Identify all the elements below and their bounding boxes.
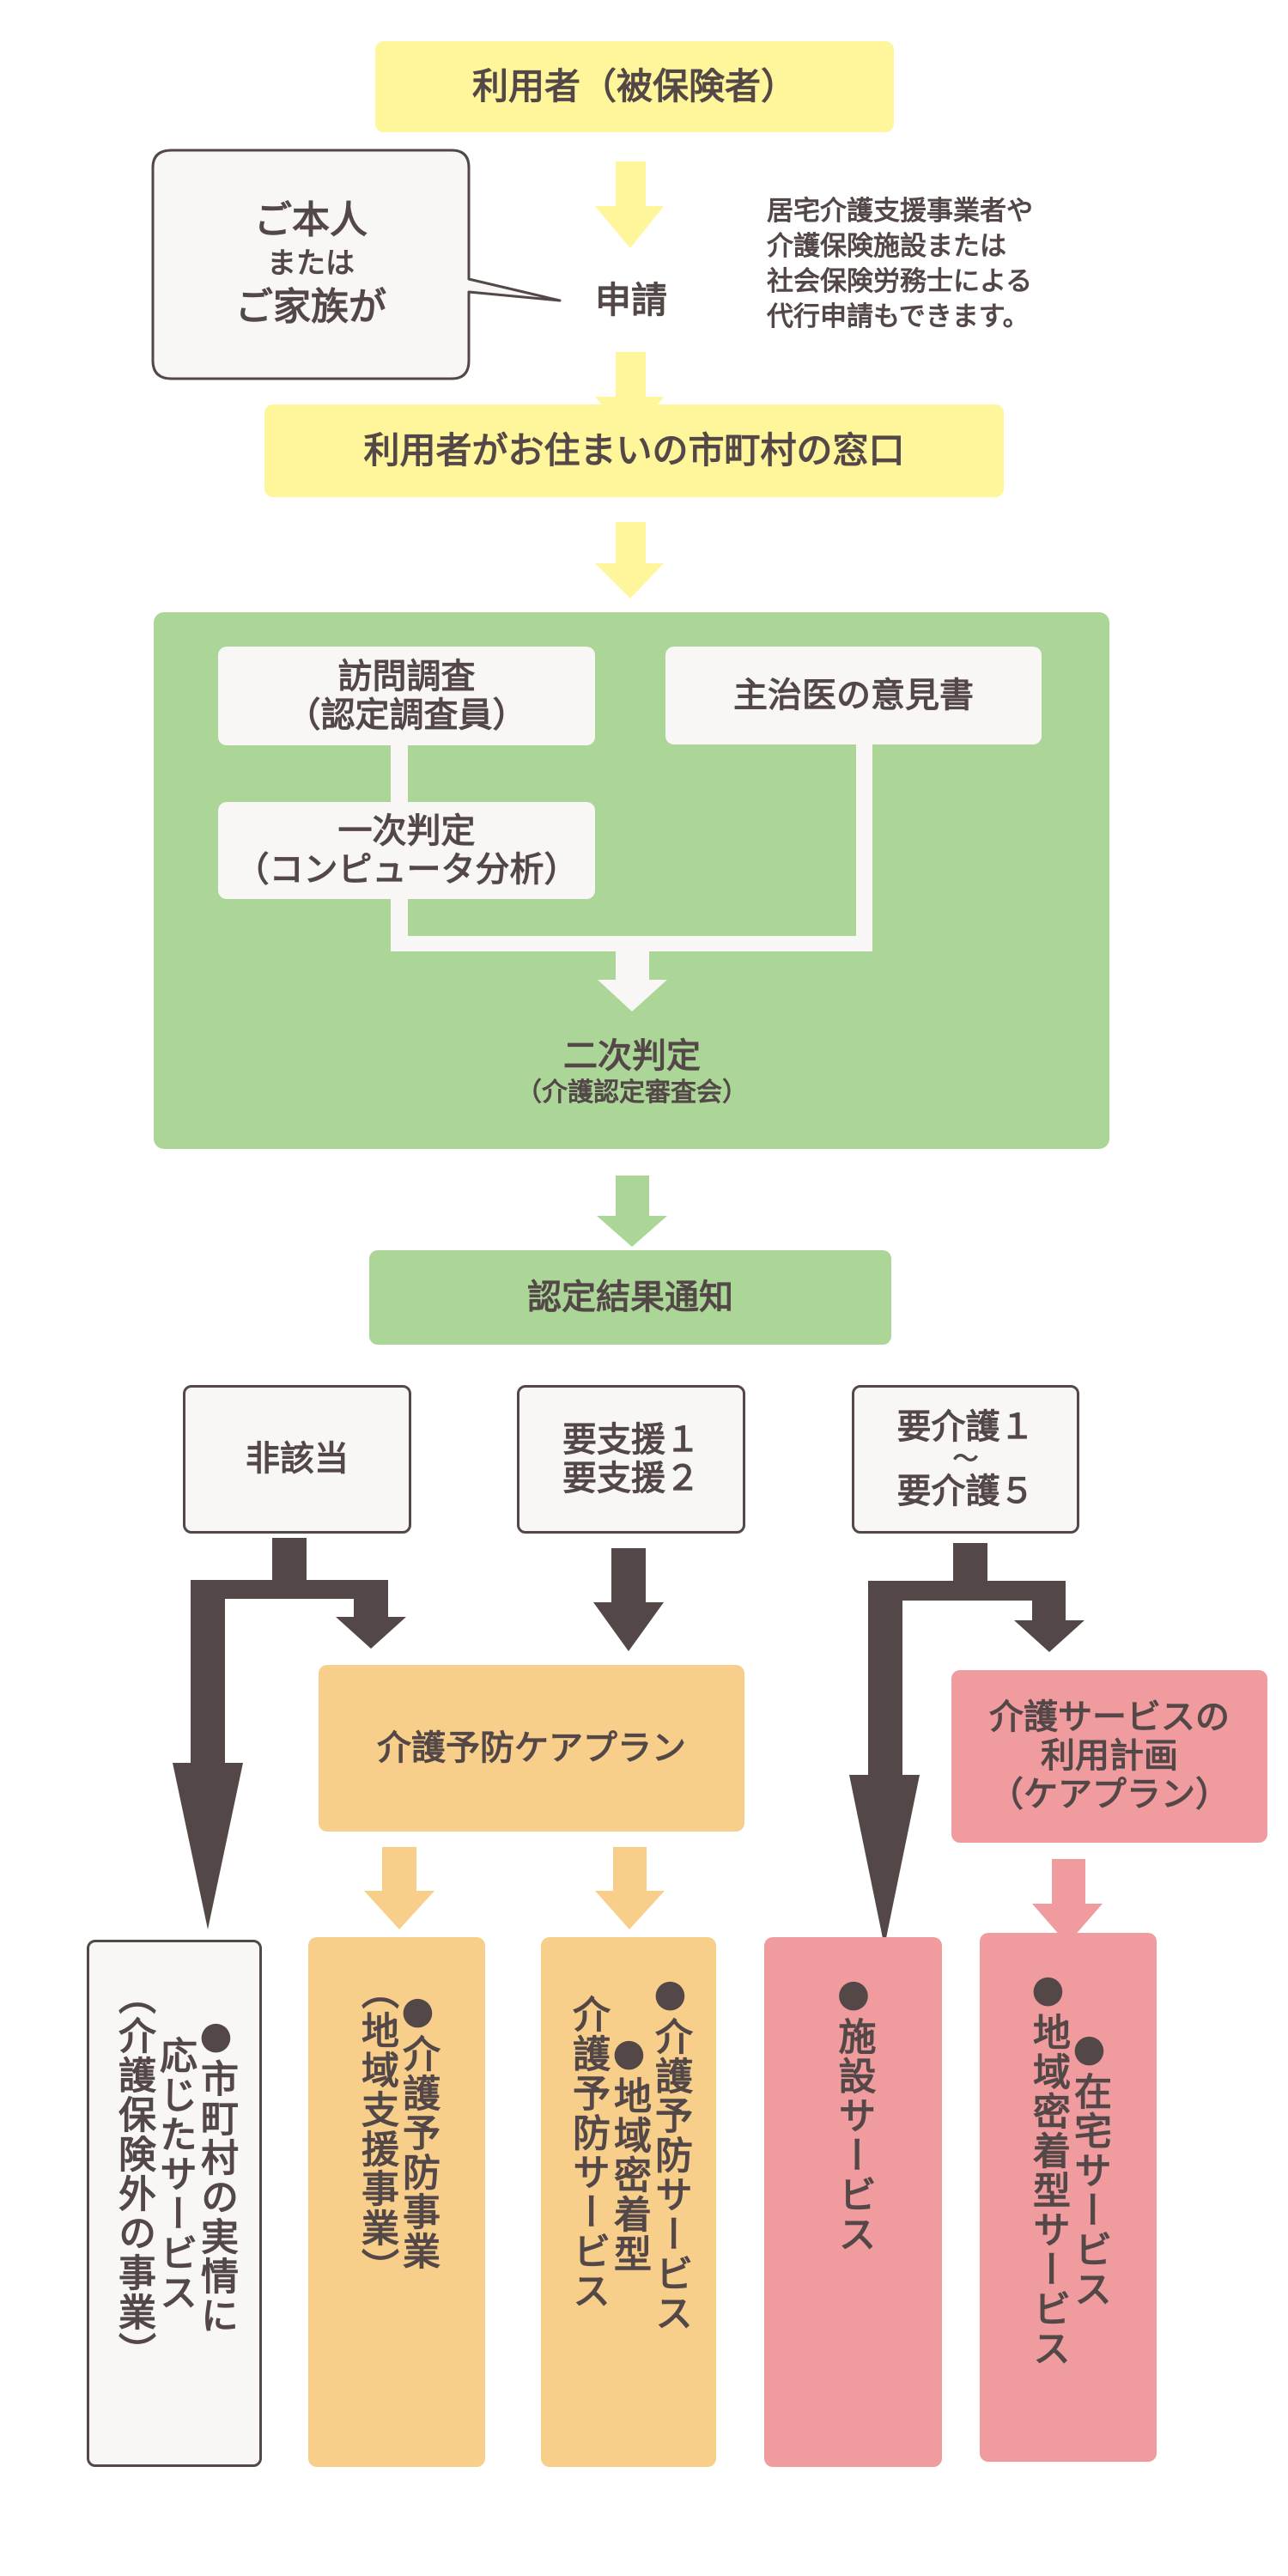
result-care-range: ～ (952, 1443, 979, 1474)
note-line: 社会保険労務士による (767, 266, 1033, 297)
care-plan-line2: 利用計画 (1041, 1736, 1178, 1777)
service-prevention-box: ●介護予防サービス ●地域密着型 介護予防サービス (541, 1937, 716, 2467)
result-notice-box: 認定結果通知 (369, 1250, 891, 1345)
bubble-line-or: または (267, 246, 355, 282)
service-community-support-text: ●介護予防事業 （地域支援事業） (355, 1971, 440, 2287)
secondary-judgment-title: 二次判定 (563, 1036, 701, 1077)
secondary-judgment-subtitle: （介護認定審査会） (516, 1077, 748, 1108)
note-line: 介護保険施設または (767, 231, 1006, 262)
service-municipal-text: ●市町村の実情に 応じたサービス （介護保険外の事業） (112, 1977, 238, 2372)
arrow-down-to-result (597, 1176, 667, 1247)
speech-bubble: ご本人 または ご家族が (153, 150, 469, 379)
service-facility-box: ●施設サービス (764, 1937, 942, 2467)
service-column: ●地域密着型 (607, 2031, 651, 2274)
arrow-careplan-to-home (1032, 1859, 1103, 1944)
result-support-box: 要支援１ 要支援２ (517, 1385, 745, 1534)
bubble-line-family: ご家族が (235, 284, 386, 329)
note-line: 居宅介護支援事業者や (767, 196, 1033, 227)
care-plan-line3: （ケアプラン） (989, 1774, 1230, 1814)
result-care-5: 要介護５ (896, 1471, 1035, 1511)
primary-judgment-title: 一次判定 (337, 811, 476, 851)
proxy-application-note: 居宅介護支援事業者や 介護保険施設または 社会保険労務士による 代行申請もできま… (767, 194, 1127, 335)
arrow-down-apply-1 (595, 161, 664, 248)
visit-survey-subtitle: （認定調査員） (286, 695, 527, 735)
visit-survey-title: 訪問調査 (337, 656, 476, 696)
user-box: 利用者（被保険者） (375, 41, 894, 132)
care-service-plan-box: 介護サービスの 利用計画 （ケアプラン） (951, 1670, 1267, 1843)
bubble-line-self: ご本人 (254, 198, 368, 243)
result-not-applicable-label: 非該当 (246, 1439, 349, 1479)
service-column: 応じたサービス (153, 2036, 197, 2312)
apply-label: 申請 (594, 279, 667, 322)
doctor-opinion-box: 主治医の意見書 (665, 647, 1042, 744)
arrow-support-to-plan (593, 1548, 664, 1651)
result-support-1: 要支援１ (562, 1419, 700, 1460)
service-column: ●介護予防サービス (648, 1971, 692, 2333)
user-box-label: 利用者（被保険者） (471, 65, 797, 108)
note-line: 代行申請もできます。 (767, 301, 1030, 332)
service-column: ●市町村の実情に (194, 2013, 238, 2336)
result-not-applicable-box: 非該当 (183, 1385, 411, 1534)
municipal-window-box: 利用者がお住まいの市町村の窓口 (264, 404, 1004, 497)
service-prevention-text: ●介護予防サービス ●地域密着型 介護予防サービス (566, 1971, 692, 2333)
arrow-fork-care (849, 1543, 1084, 1947)
service-column: ●施設サービス (831, 1971, 876, 2254)
service-column: ●在宅サービス (1067, 2026, 1111, 2309)
result-support-2: 要支援２ (562, 1458, 700, 1498)
service-column: （介護保険外の事業） (112, 1977, 155, 2372)
service-facility-text: ●施設サービス (831, 1971, 876, 2254)
service-column: 介護予防サービス (566, 1994, 610, 2311)
municipal-window-label: 利用者がお住まいの市町村の窓口 (363, 429, 905, 472)
service-column: ●介護予防事業 (396, 1988, 440, 2271)
arrow-plan-to-prevention (595, 1847, 665, 1929)
primary-judgment-box: 一次判定 （コンピュータ分析） (218, 802, 595, 899)
result-care-box: 要介護１ ～ 要介護５ (852, 1385, 1079, 1534)
primary-judgment-subtitle: （コンピュータ分析） (234, 849, 579, 890)
apply-label-wrap: 申請 (575, 249, 687, 352)
service-home-box: ●在宅サービス ●地域密着型サービス (980, 1933, 1157, 2462)
service-municipal-box: ●市町村の実情に 応じたサービス （介護保険外の事業） (87, 1940, 262, 2467)
doctor-opinion-label: 主治医の意見書 (733, 675, 974, 715)
service-home-text: ●在宅サービス ●地域密着型サービス (1026, 1967, 1111, 2368)
secondary-judgment: 二次判定 （介護認定審査会） (429, 1026, 835, 1121)
care-plan-line1: 介護サービスの (989, 1698, 1230, 1738)
visit-survey-box: 訪問調査 （認定調査員） (218, 647, 595, 745)
prevention-care-plan-box: 介護予防ケアプラン (319, 1665, 744, 1832)
arrow-down-to-assessment (595, 522, 664, 598)
service-community-support-box: ●介護予防事業 （地域支援事業） (308, 1937, 485, 2467)
service-column: （地域支援事業） (355, 1971, 398, 2287)
result-notice-label: 認定結果通知 (527, 1277, 733, 1317)
result-care-1: 要介護１ (896, 1406, 1035, 1447)
prevention-care-plan-label: 介護予防ケアプラン (377, 1728, 686, 1768)
arrow-plan-to-community (364, 1847, 434, 1929)
service-column: ●地域密着型サービス (1026, 1967, 1070, 2368)
arrow-fork-not-applicable (173, 1538, 406, 1929)
